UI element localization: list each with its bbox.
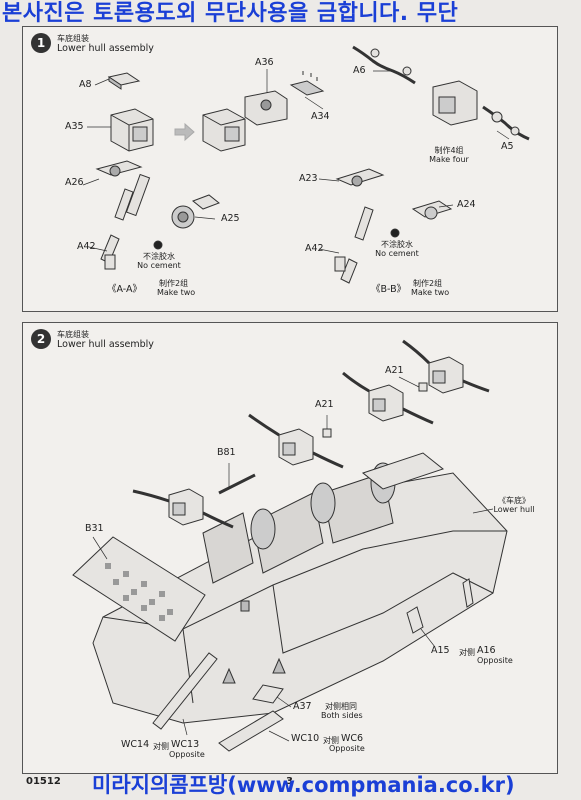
- part-a6-a5-drawing: [352, 45, 530, 141]
- label-no-cement-cn-right: 不涂胶水: [381, 240, 413, 249]
- label-make-two-en-right: Make two: [411, 288, 450, 297]
- step-2-number: 2: [31, 329, 51, 349]
- suspension-aa-drawing: [95, 160, 220, 270]
- label-wc10: WC10: [291, 733, 320, 744]
- label-a26: A26: [65, 177, 84, 188]
- part-a15-drawing: [406, 578, 474, 634]
- page-code: 01512: [26, 776, 61, 787]
- label-a35: A35: [65, 121, 84, 132]
- part-a37-drawing: [252, 684, 284, 704]
- label-opposite-cn-a: 对侧: [459, 648, 475, 657]
- label-a21-mid: A21: [315, 399, 334, 410]
- step-1-panel: 1 车底组装 Lower hull assembly: [22, 26, 558, 312]
- step-1-number: 1: [31, 33, 51, 53]
- label-a36: A36: [255, 57, 274, 68]
- label-make-two-cn-right: 制作2组: [413, 279, 443, 288]
- label-a8: A8: [79, 79, 92, 90]
- label-make-four-en: Make four: [429, 155, 469, 164]
- label-opposite-c: Opposite: [329, 744, 365, 753]
- label-aa-section: 《A-A》: [107, 284, 143, 295]
- label-a16: A16: [477, 645, 496, 656]
- label-make-four-cn: 制作4组: [434, 146, 464, 155]
- part-b81-drawing: [218, 473, 256, 495]
- label-a25: A25: [221, 213, 240, 224]
- label-wc14: WC14: [121, 739, 150, 750]
- step-2-diagram: [72, 339, 508, 752]
- step-2-panel: 2 车底组装 Lower hull assembly: [22, 322, 558, 774]
- label-make-two-en-left: Make two: [157, 288, 196, 297]
- step-2-title-cn: 车底组装: [57, 330, 89, 339]
- label-a5: A5: [501, 141, 514, 152]
- label-a42-right: A42: [305, 243, 324, 254]
- part-b31-drawing: [72, 536, 206, 642]
- label-bb-section: 《B-B》: [371, 284, 407, 295]
- watermark-bottom: 미라지의콤프방(www.compmania.co.kr): [92, 773, 515, 797]
- label-wc13: WC13: [171, 739, 200, 750]
- assembled-block-drawing: [202, 71, 325, 152]
- label-a34: A34: [311, 111, 330, 122]
- label-b31: B31: [85, 523, 104, 534]
- label-lower-hull-en: Lower hull: [493, 505, 535, 514]
- label-opposite-b: Opposite: [169, 750, 205, 759]
- page-number: 3: [286, 776, 293, 787]
- label-make-two-cn-left: 制作2组: [159, 279, 189, 288]
- part-wc10-drawing: [218, 710, 284, 752]
- step-1-diagram: [82, 45, 530, 284]
- label-a15: A15: [431, 645, 450, 656]
- label-a23: A23: [299, 173, 318, 184]
- label-lower-hull-cn: 《车底》: [498, 496, 530, 505]
- step-2-title-en: Lower hull assembly: [57, 339, 154, 350]
- label-no-cement-en-left: No cement: [137, 261, 181, 270]
- label-no-cement-en-right: No cement: [375, 249, 419, 258]
- label-both-sides: Both sides: [321, 711, 363, 720]
- step-1-title-cn: 车底组装: [57, 34, 89, 43]
- suspension-unit-2-drawing: [248, 413, 344, 469]
- label-both-sides-cn: 对侧相同: [325, 702, 357, 711]
- arrow-icon: [174, 122, 195, 142]
- part-a21-top-drawing: [418, 382, 428, 392]
- watermark-top: 본사진은 토론용도외 무단사용을 금합니다. 무단: [2, 1, 459, 26]
- part-wc14-drawing: [152, 652, 218, 730]
- label-a24: A24: [457, 199, 476, 210]
- part-a8-drawing: [107, 72, 141, 90]
- step-1-title-en: Lower hull assembly: [57, 43, 154, 54]
- label-opposite-cn-c: 对侧: [323, 736, 339, 745]
- label-a37: A37: [293, 701, 312, 712]
- suspension-unit-3-drawing: [342, 371, 434, 425]
- no-cement-icon-right: [390, 228, 400, 238]
- label-b81: B81: [217, 447, 236, 458]
- label-a42-left: A42: [77, 241, 96, 252]
- label-opposite-cn-b: 对侧: [153, 742, 169, 751]
- label-a6: A6: [353, 65, 366, 76]
- label-opposite-a: Opposite: [477, 656, 513, 665]
- label-no-cement-cn-left: 不涂胶水: [143, 252, 175, 261]
- no-cement-icon-left: [153, 240, 163, 250]
- part-a21-mid-drawing: [322, 428, 332, 438]
- suspension-unit-1-drawing: [132, 488, 234, 529]
- label-a21-top: A21: [385, 365, 404, 376]
- label-wc6: WC6: [341, 733, 364, 744]
- suspension-unit-4-drawing: [402, 339, 490, 394]
- lower-hull-drawing: [92, 452, 508, 724]
- part-a35-drawing: [110, 108, 154, 152]
- suspension-bb-drawing: [334, 168, 453, 284]
